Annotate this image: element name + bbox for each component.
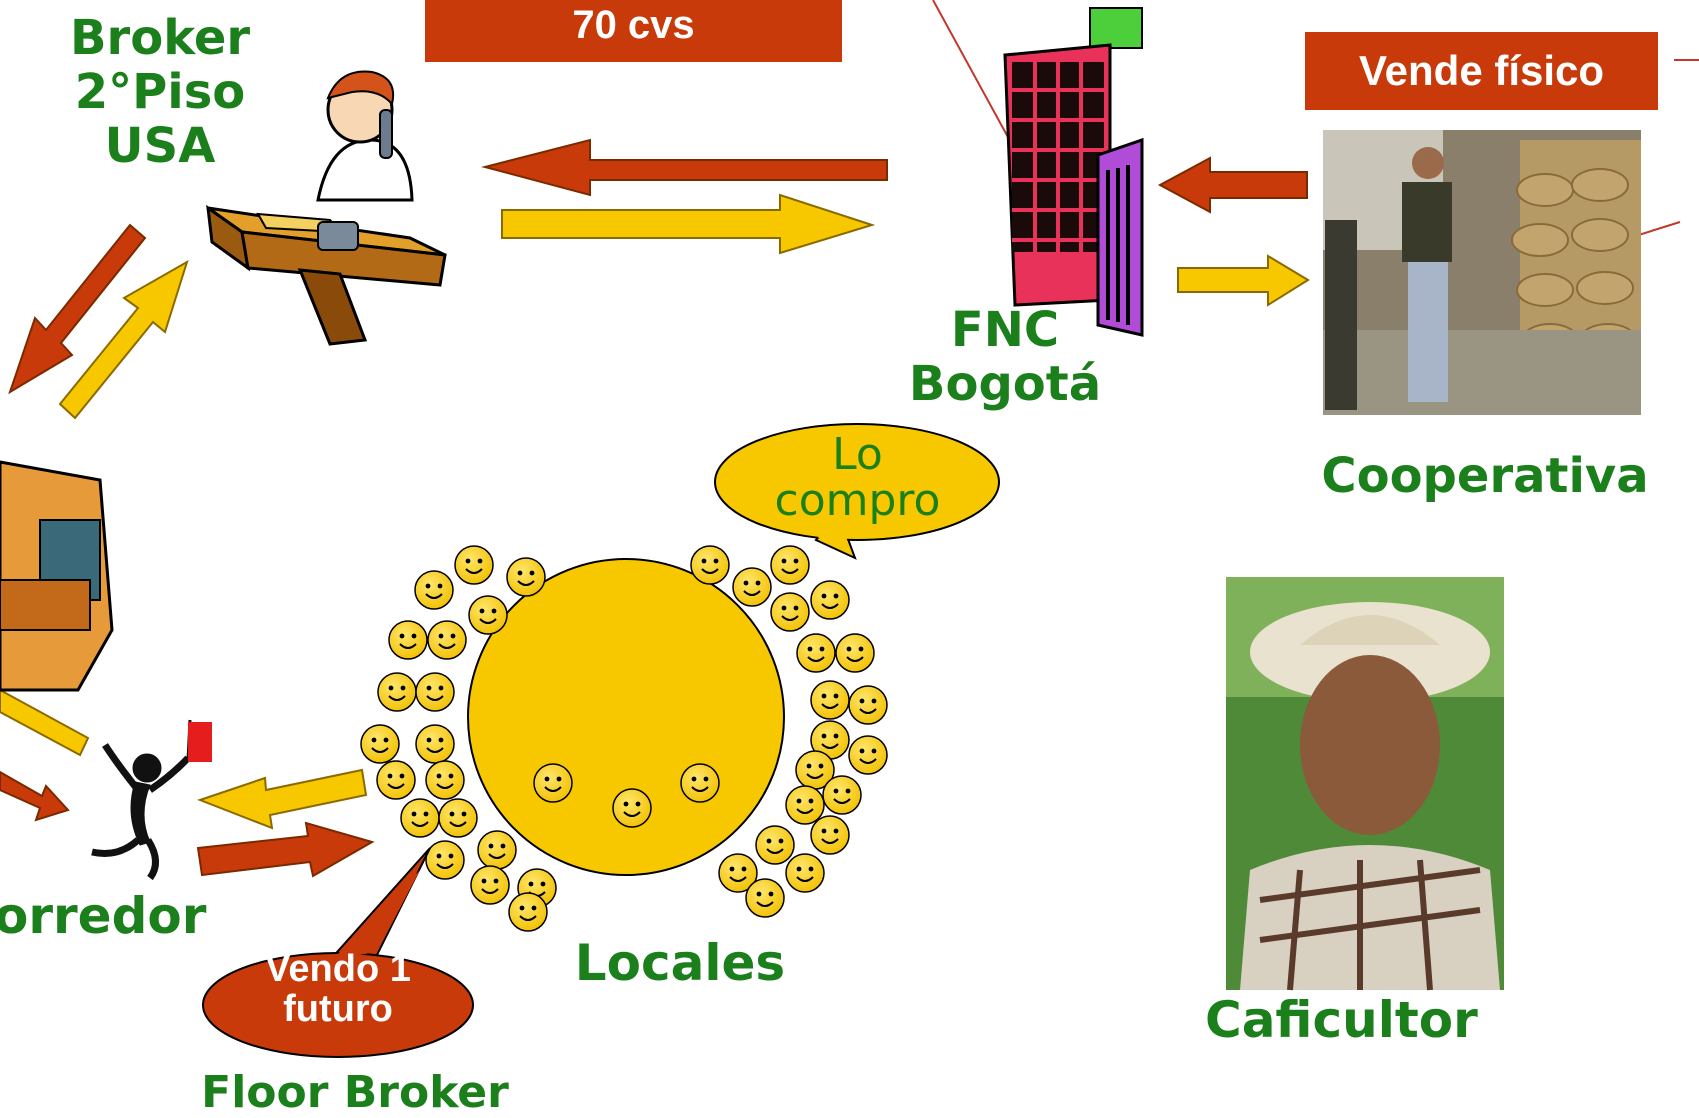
pointer-line-fnc [932, 0, 1016, 151]
arrow-yellow-left-locales [197, 768, 368, 830]
cooperativa-photo [1323, 130, 1641, 415]
smiley-face-icon [745, 878, 785, 918]
smiley-face-icon [470, 865, 510, 905]
label-cooperativa: Cooperativa [1321, 448, 1649, 504]
arrow-red-diagonal-down [8, 223, 147, 395]
smiley-face-icon [425, 840, 465, 880]
smiley-face-icon [810, 720, 850, 760]
smiley-face-icon [533, 763, 573, 803]
label-fnc: FNC Bogotá [908, 302, 1102, 412]
smiley-face-icon [468, 595, 508, 635]
smiley-face-icon [690, 545, 730, 585]
arrow-red-left-top [481, 138, 888, 197]
smiley-face-icon [848, 685, 888, 725]
banner-70-cvs: 70 cvs [425, 0, 842, 62]
smiley-face-icon [810, 580, 850, 620]
arrow-yellow-diagonal-up [58, 259, 189, 420]
smiley-face-icon [438, 798, 478, 838]
smiley-face-icon [612, 788, 652, 828]
broker-desk-illustration [206, 70, 447, 346]
smiley-face-icon [425, 760, 465, 800]
smiley-face-icon [508, 892, 548, 932]
arrow-red-right-locales [196, 821, 375, 878]
smiley-face-icon [848, 735, 888, 775]
smiley-face-icon [680, 763, 720, 803]
left-desk-illustration [0, 460, 114, 692]
arrow-red-right-corredor [0, 770, 70, 822]
smiley-face-icon [477, 830, 517, 870]
smiley-face-icon [732, 567, 772, 607]
smiley-face-icon [414, 570, 454, 610]
bubble-text-vendo: Vendo 1 futuro [265, 948, 411, 1030]
smiley-face-icon [796, 633, 836, 673]
smiley-face-icon [755, 825, 795, 865]
speech-bubble-lo-compro [714, 423, 1000, 560]
smiley-face-icon [427, 620, 467, 660]
label-floor-broker: Floor Broker [201, 1067, 509, 1118]
smiley-face-icon [506, 557, 546, 597]
smiley-face-icon [718, 853, 758, 893]
corredor-figure-illustration [91, 719, 212, 881]
fnc-building-illustration [1003, 7, 1144, 337]
caficultor-photo [1226, 577, 1504, 991]
smiley-face-icon [400, 798, 440, 838]
smiley-face-icon [376, 760, 416, 800]
arrow-red-left-coop [1157, 156, 1308, 214]
arrow-yellow-left-corredor [0, 688, 90, 757]
label-locales: Locales [574, 934, 786, 992]
smiley-face-icon [388, 620, 428, 660]
smiley-face-icon [454, 545, 494, 585]
smiley-face-icon [835, 633, 875, 673]
smiley-face-icon [785, 785, 825, 825]
arrow-yellow-right-top [501, 193, 876, 255]
speech-bubble-vendo [202, 847, 474, 1058]
smiley-face-icon [770, 592, 810, 632]
bubble-text-lo-compro: Lo compro [774, 429, 941, 527]
arrow-yellow-right-coop [1177, 254, 1310, 307]
smiley-face-icon [360, 724, 400, 764]
banner-vende-fisico: Vende físico [1305, 32, 1658, 110]
smiley-face-icon [810, 680, 850, 720]
smiley-crowd [360, 545, 888, 932]
smiley-face-icon [810, 815, 850, 855]
label-caficultor: Caficultor [1205, 991, 1478, 1049]
smiley-face-icon [822, 775, 862, 815]
smiley-face-icon [415, 724, 455, 764]
smiley-face-icon [770, 545, 810, 585]
smiley-face-icon [785, 853, 825, 893]
smiley-face-icon [795, 750, 835, 790]
smiley-face-icon [377, 672, 417, 712]
label-broker: Broker 2°Piso USA [69, 10, 251, 174]
locales-circle [467, 558, 785, 876]
smiley-face-icon [415, 672, 455, 712]
label-corredor: orredor [0, 887, 207, 945]
